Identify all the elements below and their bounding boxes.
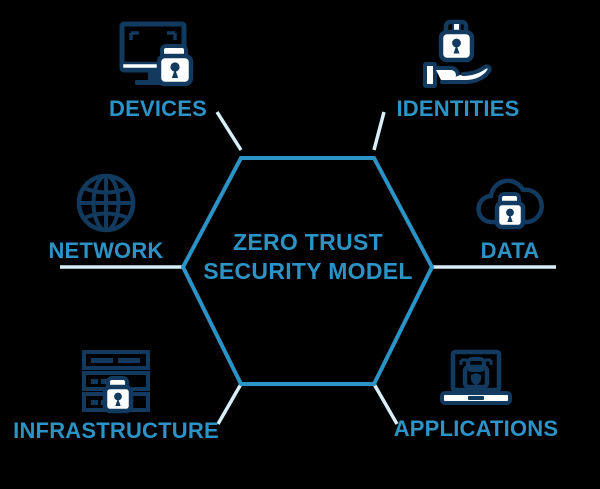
hand-lock-icon: [420, 18, 496, 92]
node-devices[interactable]: DEVICES: [108, 20, 208, 122]
node-label-devices: DEVICES: [109, 96, 207, 121]
connector-devices: [215, 111, 243, 151]
center-title-line1: ZERO TRUST: [233, 229, 383, 255]
monitor-lock-icon: [115, 20, 201, 92]
central-hexagon: [180, 156, 435, 386]
node-network[interactable]: NETWORK: [45, 172, 167, 264]
node-data[interactable]: DATA: [455, 170, 565, 264]
laptop-lock-icon: [439, 348, 513, 412]
center-title-line2: SECURITY MODEL: [203, 258, 413, 284]
node-infrastructure[interactable]: INFRASTRUCTURE: [13, 348, 219, 444]
node-label-network: NETWORK: [48, 238, 164, 263]
cloud-lock-icon: [474, 170, 546, 234]
globe-icon: [75, 172, 137, 234]
connector-infrastructure: [216, 383, 243, 425]
node-identities[interactable]: IDENTITIES: [396, 18, 520, 122]
center-title: ZERO TRUST SECURITY MODEL: [183, 228, 433, 286]
connector-identities: [372, 111, 386, 151]
node-label-identities: IDENTITIES: [396, 96, 520, 121]
node-label-applications: APPLICATIONS: [393, 416, 559, 441]
node-label-data: DATA: [480, 238, 540, 263]
server-lock-icon: [80, 348, 152, 414]
connector-applications: [372, 383, 399, 425]
node-label-infrastructure: INFRASTRUCTURE: [13, 418, 219, 443]
node-applications[interactable]: APPLICATIONS: [393, 348, 559, 442]
